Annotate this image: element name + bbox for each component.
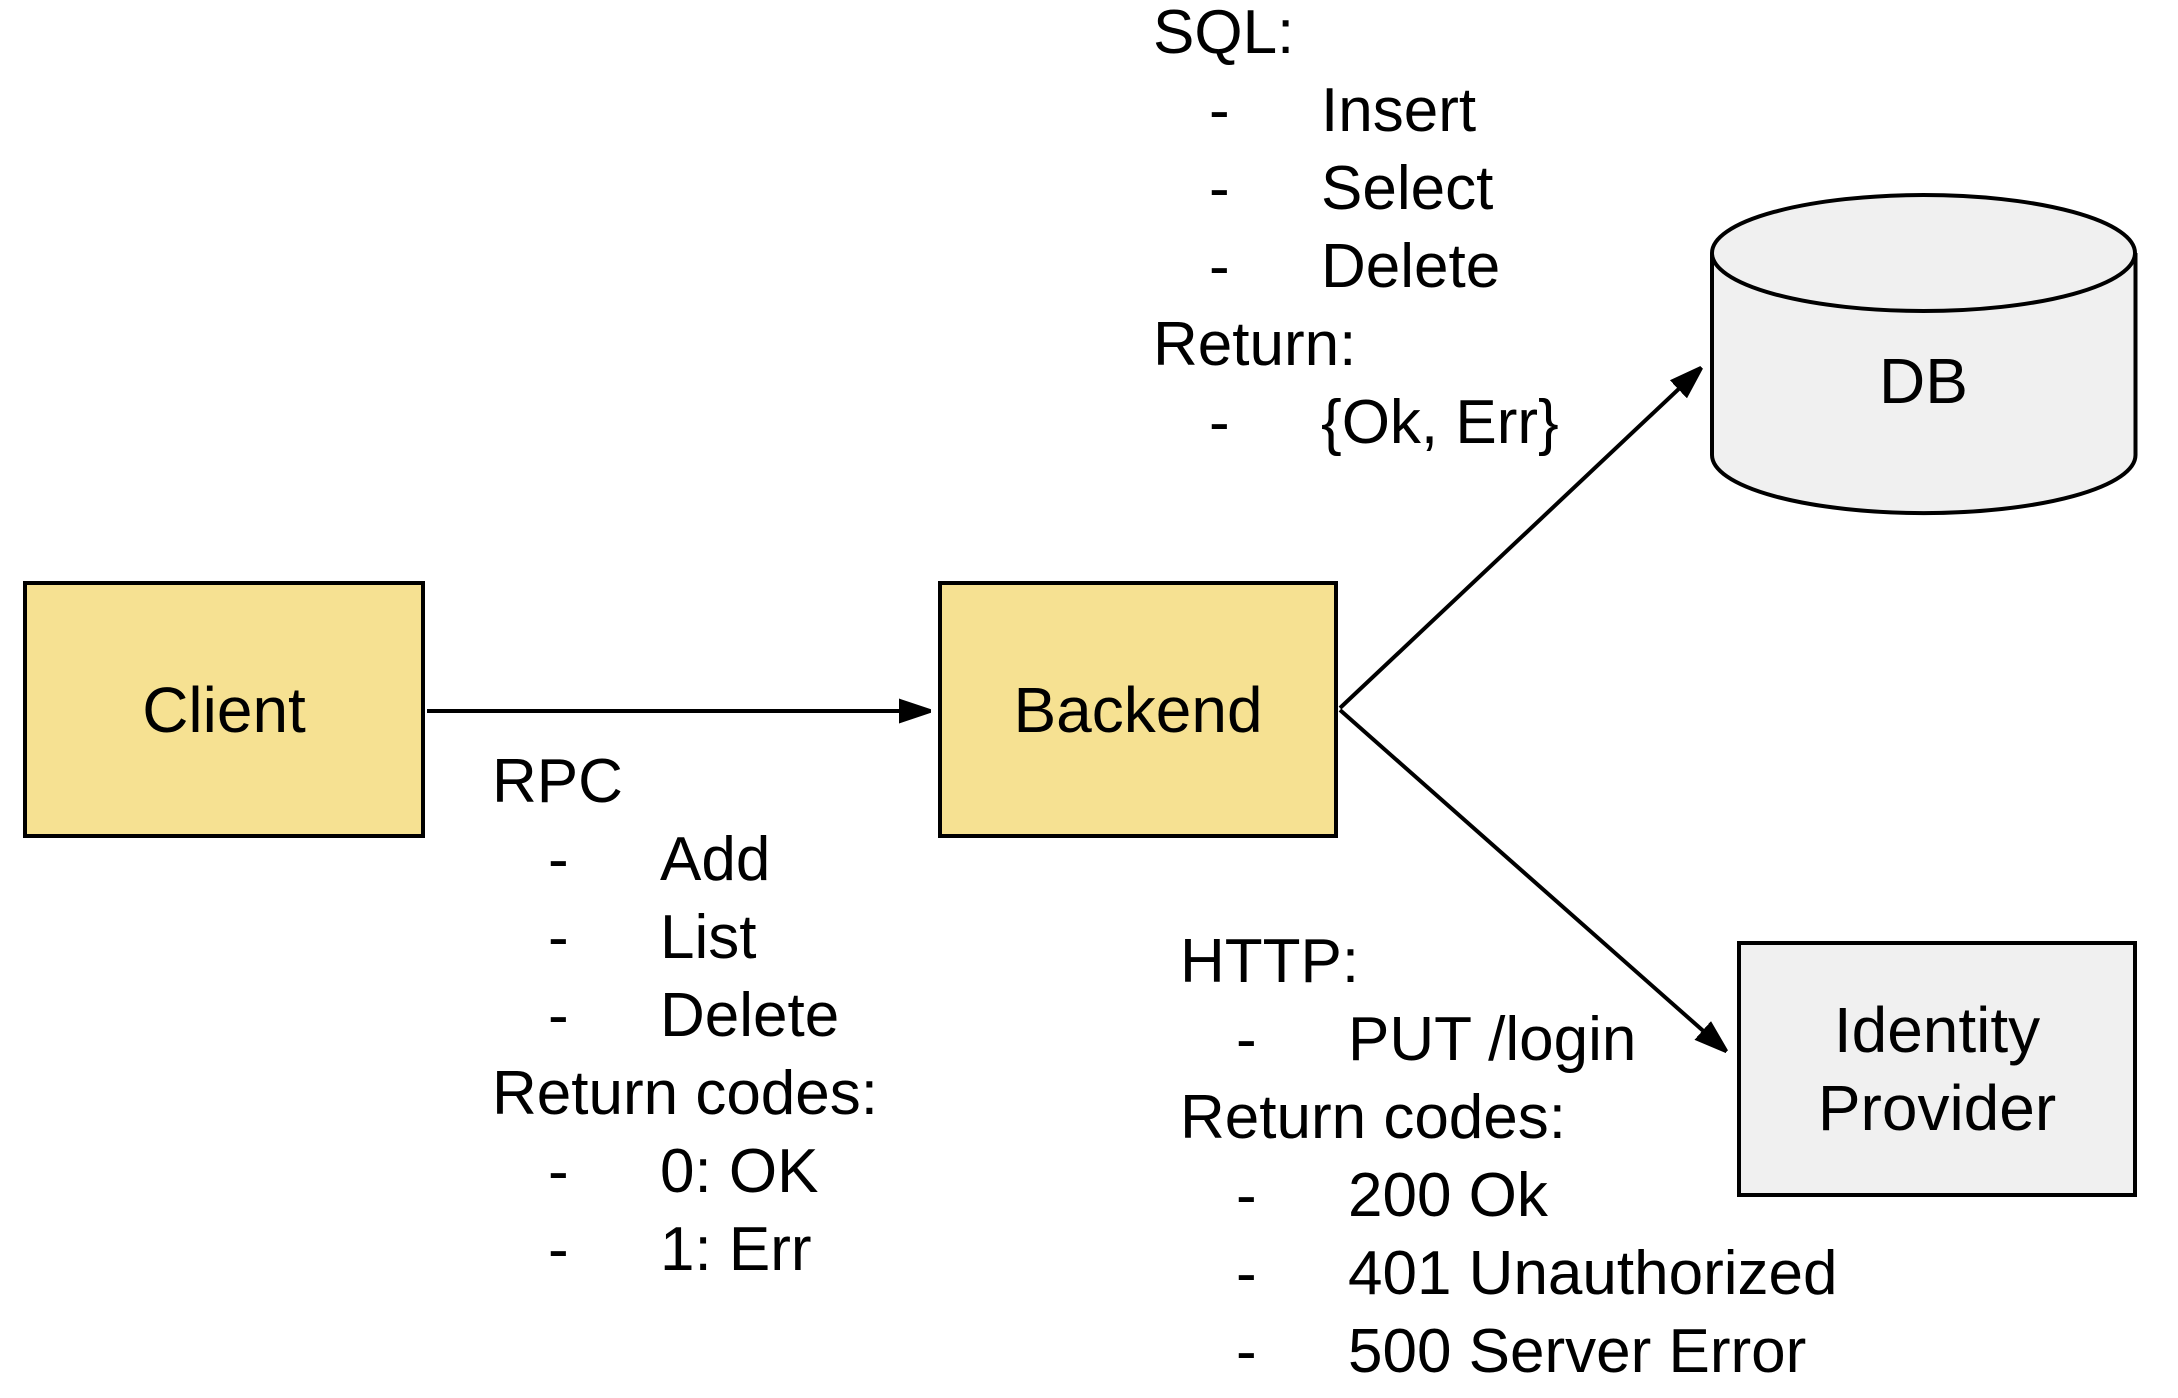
db-label: DB <box>1879 345 1968 417</box>
bullet-dash: - <box>1209 388 1230 457</box>
bullet-dash: - <box>1209 154 1230 223</box>
client-node: Client <box>23 581 425 838</box>
http-return-500: -500 Server Error <box>1180 1313 1837 1391</box>
rpc-heading: RPC <box>492 747 623 816</box>
http-return-401: -401 Unauthorized <box>1180 1235 1837 1313</box>
bullet-dash: - <box>1209 232 1230 301</box>
backend-node: Backend <box>938 581 1338 838</box>
http-return-200: -200 Ok <box>1180 1157 1837 1235</box>
rpc-return-ok: -0: OK <box>492 1133 878 1211</box>
rpc-subheading: Return codes: <box>492 1059 878 1128</box>
bullet-dash: - <box>1236 1239 1257 1308</box>
sql-heading: SQL: <box>1153 0 1295 67</box>
http-item-put-login: -PUT /login <box>1180 1001 1837 1079</box>
identity-provider-node: Identity Provider <box>1737 941 2137 1197</box>
bullet-dash: - <box>1209 76 1230 145</box>
http-heading: HTTP: <box>1180 927 1360 996</box>
bullet-dash: - <box>548 1137 569 1206</box>
sql-item-delete: -Delete <box>1153 228 1559 306</box>
bullet-dash: - <box>548 1215 569 1284</box>
sql-subheading: Return: <box>1153 310 1357 379</box>
backend-label: Backend <box>1013 673 1263 746</box>
sql-item-select: -Select <box>1153 150 1559 228</box>
sql-annotation: SQL: -Insert -Select -Delete Return: -{O… <box>1153 0 1559 462</box>
bullet-dash: - <box>1236 1161 1257 1230</box>
http-annotation: HTTP: -PUT /login Return codes: -200 Ok … <box>1180 923 1837 1391</box>
bullet-dash: - <box>548 981 569 1050</box>
bullet-dash: - <box>548 903 569 972</box>
bullet-dash: - <box>1236 1317 1257 1386</box>
bullet-dash: - <box>1236 1005 1257 1074</box>
rpc-item-list: -List <box>492 899 878 977</box>
http-subheading: Return codes: <box>1180 1083 1566 1152</box>
identity-provider-label: Identity Provider <box>1817 994 2057 1144</box>
rpc-annotation: RPC -Add -List -Delete Return codes: -0:… <box>492 743 878 1289</box>
sql-return-item: -{Ok, Err} <box>1153 384 1559 462</box>
sql-item-insert: -Insert <box>1153 72 1559 150</box>
client-label: Client <box>142 673 306 746</box>
rpc-return-err: -1: Err <box>492 1211 878 1289</box>
rpc-item-add: -Add <box>492 821 878 899</box>
rpc-item-delete: -Delete <box>492 977 878 1055</box>
bullet-dash: - <box>548 825 569 894</box>
